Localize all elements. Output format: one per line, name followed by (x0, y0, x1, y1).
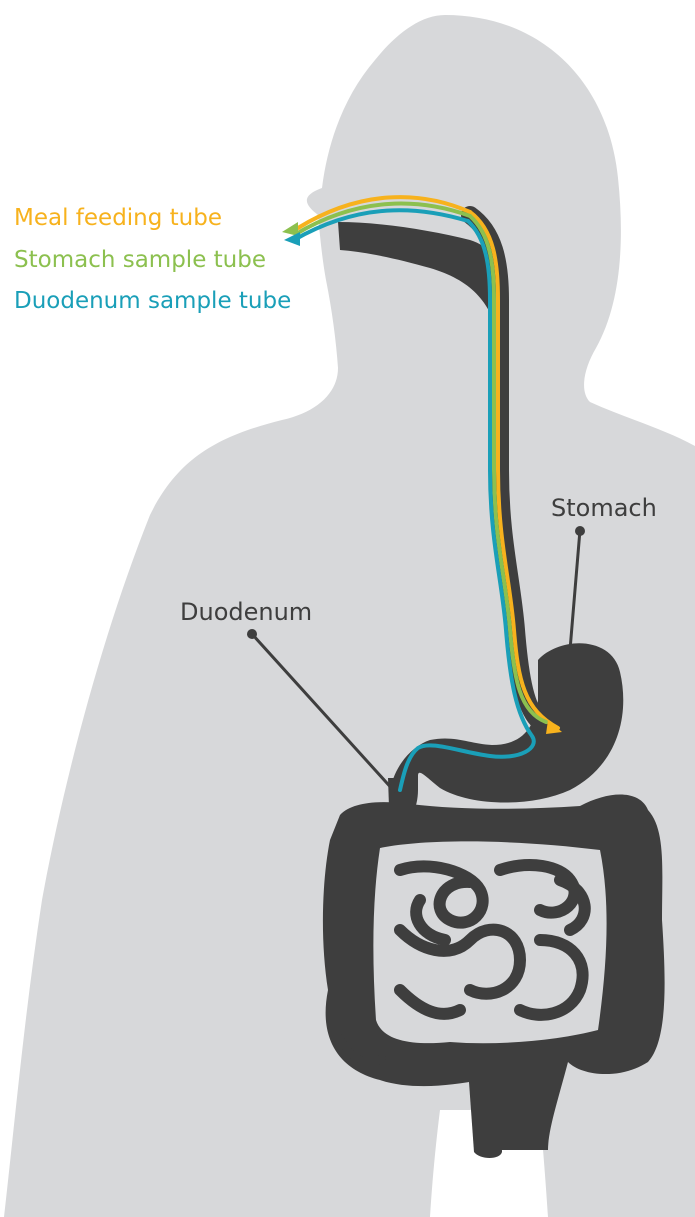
rectum (468, 1068, 502, 1158)
legend-duodenum-sample-tube: Duodenum sample tube (14, 290, 291, 313)
stomach-leader-dot (575, 526, 585, 536)
legend-meal-feeding-tube: Meal feeding tube (14, 207, 222, 230)
legend-stomach-sample-tube: Stomach sample tube (14, 249, 266, 272)
duodenum-leader-dot (247, 629, 257, 639)
stomach-sample-tube-arrow (282, 222, 298, 236)
duodenum-label: Duodenum (180, 600, 312, 624)
stomach-label: Stomach (551, 496, 657, 520)
